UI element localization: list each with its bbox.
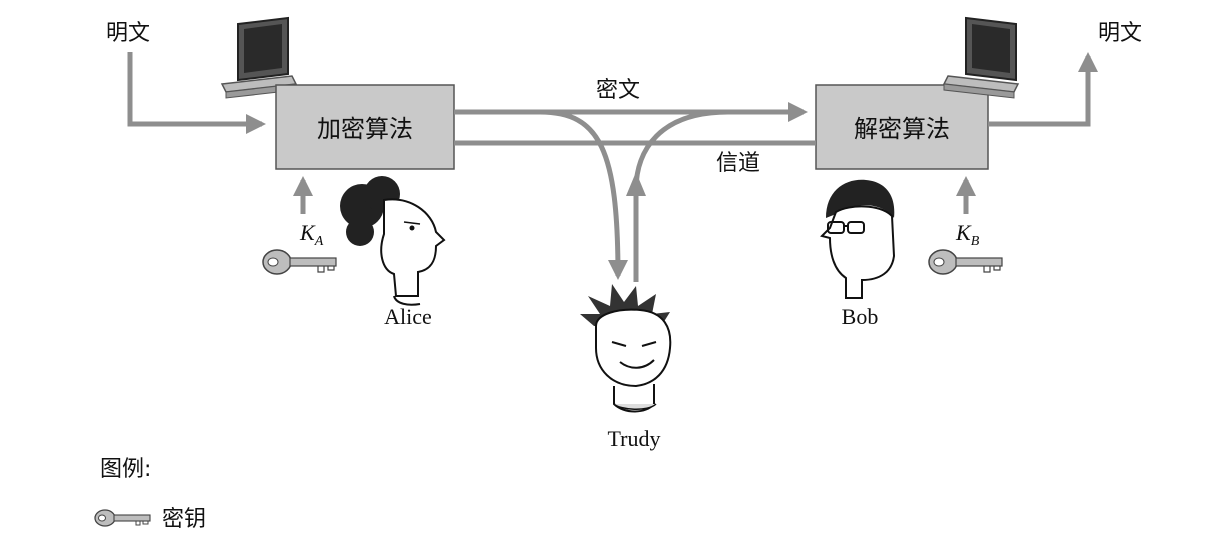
alice-person-icon (340, 176, 446, 306)
decrypt-box (815, 84, 989, 170)
decrypt-box-label: 解密算法 (854, 115, 950, 143)
computer-icon (220, 16, 298, 99)
trudy-label: Trudy (608, 426, 661, 451)
bob-person-icon (820, 179, 896, 299)
ciphertext-label: 密文 (596, 78, 640, 103)
plaintext-input-arrow (127, 52, 266, 134)
key-b-label: KB (955, 220, 980, 249)
encrypt-box-label: 加密算法 (317, 115, 413, 143)
channel-label: 信道 (716, 151, 760, 176)
plaintext-output-label: 明文 (1098, 21, 1142, 46)
plaintext-input-label: 明文 (106, 21, 150, 46)
bob-label: Bob (842, 304, 879, 329)
intercept-up-arrowhead (626, 172, 646, 196)
alice-label: Alice (384, 304, 432, 329)
plaintext-output-arrow (988, 52, 1098, 127)
intercept-up-arrow (633, 109, 729, 282)
computer-icon (942, 16, 1020, 99)
key-icon (928, 249, 1003, 275)
legend-title: 图例: (100, 457, 151, 482)
legend-key-label: 密钥 (162, 507, 206, 532)
encrypt-box (275, 84, 455, 170)
key-icon (262, 249, 337, 275)
trudy-person-icon (580, 284, 672, 413)
key-a-label: KA (299, 220, 324, 249)
key-icon (94, 509, 151, 527)
intercept-down-arrow (539, 109, 628, 280)
